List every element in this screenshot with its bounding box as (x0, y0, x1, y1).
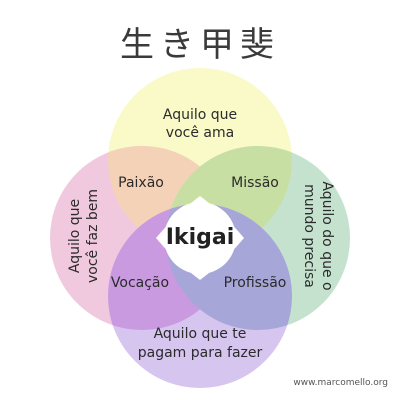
label-bottom-line1: Aquilo que te (154, 326, 247, 342)
label-bottom-line2: pagam para fazer (138, 345, 263, 361)
label-vocacao: Vocação (111, 275, 169, 291)
center-label: Ikigai (166, 225, 235, 250)
credit-text: www.marcomello.org (293, 378, 388, 388)
label-top-line1: Aquilo que (163, 107, 237, 123)
overlap-bottom-right (166, 204, 292, 330)
center-petals (156, 196, 244, 280)
label-paixao: Paixão (118, 175, 164, 191)
label-top-line2: você ama (166, 125, 234, 141)
label-missao: Missão (231, 175, 279, 191)
label-left-line1: Aquilo que (67, 199, 83, 273)
label-left-line2: você faz bem (85, 189, 101, 283)
label-profissao: Profissão (224, 275, 287, 291)
label-right-line1: Aquilo do que o (319, 181, 335, 290)
label-right-line2: mundo precisa (301, 184, 317, 288)
page-title: 生き甲斐 (120, 25, 280, 65)
